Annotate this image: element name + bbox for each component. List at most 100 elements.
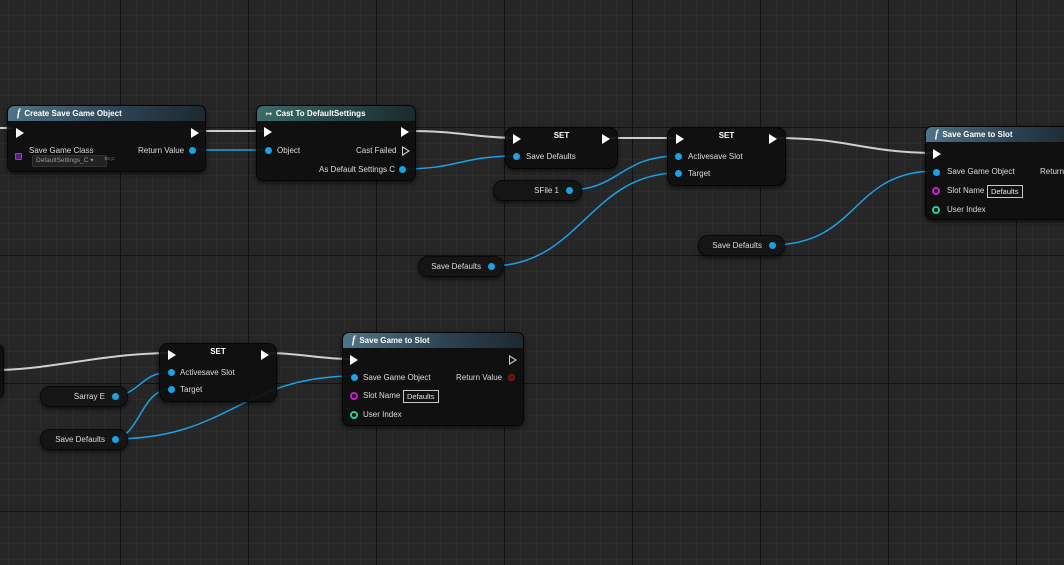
data-wire (111, 375, 353, 440)
function-icon: f (352, 335, 356, 346)
object-label: Object (277, 146, 301, 155)
save-game-object-pin[interactable] (933, 169, 940, 176)
save-game-object-label: Save Game Object (947, 167, 1015, 176)
exec-in-pin[interactable] (350, 355, 358, 365)
cast-arrow-icon: ↦ (266, 111, 272, 118)
save-game-object-pin[interactable] (351, 374, 358, 381)
exec-out-pin[interactable] (602, 134, 610, 144)
exec-wire (0, 352, 169, 371)
function-icon: f (935, 129, 939, 140)
data-wire (490, 172, 679, 267)
activesave-slot-pin[interactable] (675, 153, 682, 160)
slot-name-pin[interactable] (350, 392, 358, 400)
as-default-settings-label: As Default Settings C (319, 165, 396, 174)
function-icon: f (17, 108, 21, 119)
save-defaults-variable-node[interactable]: Save Defaults (418, 256, 504, 277)
save-defaults-variable-node[interactable]: Save Defaults (698, 235, 785, 256)
save-defaults-pin[interactable] (513, 153, 520, 160)
activesave-slot-pin[interactable] (168, 369, 175, 376)
object-pin[interactable] (265, 147, 272, 154)
user-index-label: User Index (947, 205, 986, 214)
node-title: Save Game to Slot (359, 336, 430, 345)
user-index-pin[interactable] (350, 411, 358, 419)
exec-wire (407, 130, 514, 139)
slot-name-pin[interactable] (932, 187, 940, 195)
variable-out-pin[interactable] (488, 263, 495, 270)
exec-out-pin[interactable] (769, 134, 777, 144)
exec-in-pin[interactable] (513, 134, 521, 144)
exec-out-pin[interactable] (509, 355, 517, 365)
set-title: SET (718, 131, 735, 140)
target-label: Target (688, 169, 711, 178)
save-game-object-label: Save Game Object (363, 373, 431, 382)
sfile-1-variable-node[interactable]: SFile 1 (493, 180, 582, 201)
use-selected-asset-icon[interactable]: ⇐⌕ (104, 154, 116, 163)
set-title: SET (210, 347, 226, 356)
offscreen-node-stub[interactable] (0, 344, 4, 398)
exec-out-pin[interactable] (401, 127, 409, 137)
exec-in-pin[interactable] (264, 127, 272, 137)
save-defaults-label: Save Defaults (526, 152, 576, 161)
variable-out-pin[interactable] (566, 187, 573, 194)
exec-out-pin[interactable] (191, 128, 199, 138)
exec-in-pin[interactable] (676, 134, 684, 144)
node-header: ↦Cast To DefaultSettings (257, 106, 415, 121)
slot-name-input[interactable]: Defaults (987, 185, 1023, 198)
save-game-class-label: Save Game Class (29, 146, 94, 155)
cast-to-defaultsettings-node[interactable]: ↦Cast To DefaultSettings Object Cast Fai… (256, 105, 416, 181)
save-defaults-variable-node[interactable]: Save Defaults (40, 429, 128, 450)
return-value-label: Return V (1040, 167, 1064, 176)
exec-in-pin[interactable] (933, 149, 941, 159)
variable-out-pin[interactable] (112, 436, 119, 443)
node-title: Create Save Game Object (24, 109, 122, 118)
save-game-class-dropdown[interactable]: DefaultSettings_C ▾ (32, 155, 107, 167)
exec-wire (266, 352, 352, 360)
return-value-label: Return Value (456, 373, 503, 382)
variable-out-pin[interactable] (769, 242, 776, 249)
variable-label: Save Defaults (55, 435, 105, 444)
activesave-slot-label: Activesave Slot (688, 152, 743, 161)
return-value-pin[interactable] (189, 147, 196, 154)
variable-label: Save Defaults (431, 262, 481, 271)
exec-out-pin[interactable] (261, 350, 269, 360)
slot-name-input[interactable]: Defaults (403, 390, 439, 403)
variable-label: Sarray E (73, 392, 105, 401)
node-title: Cast To DefaultSettings (275, 109, 366, 118)
activesave-slot-label: Activesave Slot (180, 368, 235, 377)
user-index-pin[interactable] (932, 206, 940, 214)
class-pin[interactable] (15, 153, 22, 160)
cast-failed-label: Cast Failed (356, 146, 397, 155)
sarray-e-variable-node[interactable]: Sarray E (40, 386, 128, 407)
data-wire (401, 155, 517, 170)
slot-name-label: Slot Name (363, 391, 401, 400)
node-title: Save Game to Slot (942, 130, 1013, 139)
set-title: SET (553, 131, 570, 140)
set-activesave-slot-node[interactable]: SET Activesave Slot Target (159, 343, 277, 402)
variable-label: Save Defaults (712, 241, 762, 250)
target-label: Target (180, 385, 203, 394)
exec-in-pin[interactable] (168, 350, 176, 360)
data-wire (770, 170, 937, 246)
user-index-label: User Index (363, 410, 402, 419)
return-value-bool-pin[interactable] (508, 374, 515, 381)
target-pin[interactable] (675, 170, 682, 177)
as-default-settings-pin[interactable] (399, 166, 406, 173)
cast-failed-pin[interactable] (402, 146, 410, 156)
exec-in-pin[interactable] (16, 128, 24, 138)
variable-label: SFile 1 (534, 186, 559, 195)
exec-wire (774, 137, 935, 154)
target-pin[interactable] (168, 386, 175, 393)
slot-name-label: Slot Name (947, 186, 985, 195)
return-value-label: Return Value (138, 146, 185, 155)
set-save-defaults-node[interactable]: SET Save Defaults (505, 127, 618, 169)
set-activesave-slot-node[interactable]: SET Activesave Slot Target (667, 127, 786, 186)
variable-out-pin[interactable] (112, 393, 119, 400)
data-wire (567, 155, 679, 191)
